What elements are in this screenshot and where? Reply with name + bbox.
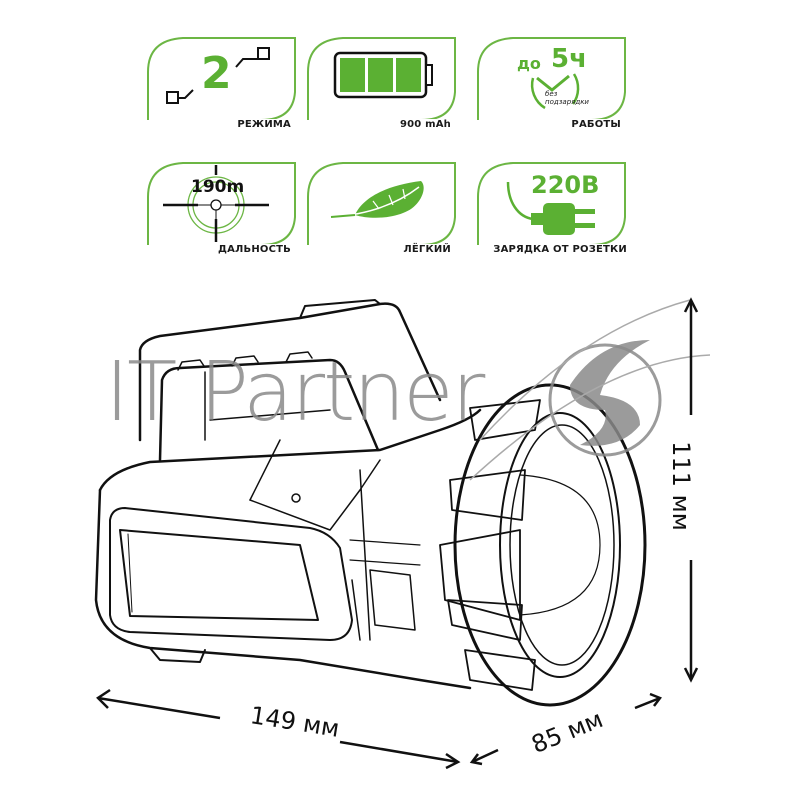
runtime-sub-line2: подзарядки bbox=[545, 98, 589, 106]
feature-weight: ЛЁГКИЙ bbox=[303, 157, 463, 257]
runtime-prefix: до bbox=[517, 54, 541, 73]
runtime-label: РАБОТЫ bbox=[569, 119, 623, 130]
dimension-height: 111 мм bbox=[666, 441, 695, 531]
range-label: ДАЛЬНОСТЬ bbox=[215, 244, 293, 255]
modes-value: 2 bbox=[201, 48, 232, 99]
badge-frame bbox=[307, 37, 456, 121]
crosshair-icon bbox=[163, 165, 269, 242]
badge-frame bbox=[307, 162, 456, 246]
badge-frame bbox=[147, 162, 296, 246]
watermark-text: IT Partner bbox=[105, 345, 485, 440]
runtime-sub-line1: без bbox=[545, 90, 558, 98]
feature-runtime: до 5ч без подзарядки РАБОТЫ bbox=[473, 32, 633, 132]
feature-charging: 220В ЗАРЯДКА ОТ РОЗЕТКИ bbox=[473, 157, 633, 257]
range-value: 190m bbox=[191, 177, 245, 197]
feature-battery: 900 mAh bbox=[303, 32, 463, 132]
badge-frame bbox=[477, 162, 626, 246]
feather-icon bbox=[330, 181, 424, 218]
charging-value: 220В bbox=[531, 171, 600, 199]
charging-label: ЗАРЯДКА ОТ РОЗЕТКИ bbox=[491, 244, 629, 255]
plug-icon bbox=[506, 181, 595, 235]
badge-frame bbox=[147, 37, 296, 121]
modes-switch-icon bbox=[166, 47, 270, 104]
modes-label: РЕЖИМА bbox=[235, 119, 293, 130]
battery-icon bbox=[333, 51, 433, 99]
clock-icon bbox=[530, 73, 580, 110]
feature-modes: 2 РЕЖИМА bbox=[143, 32, 303, 132]
badge-frame bbox=[477, 37, 626, 121]
feature-range: 190m ДАЛЬНОСТЬ bbox=[143, 157, 303, 257]
weight-label: ЛЁГКИЙ bbox=[401, 244, 453, 255]
runtime-value: 5ч bbox=[551, 44, 587, 74]
battery-label: 900 mAh bbox=[397, 119, 453, 130]
